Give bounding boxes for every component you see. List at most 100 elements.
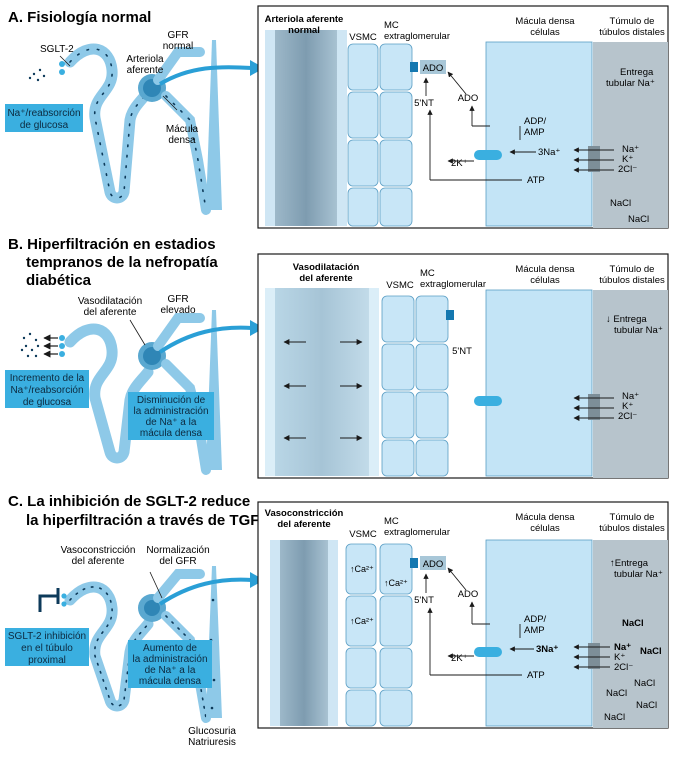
influx-arrows-b [43, 334, 58, 358]
gfr-label-c-2: del GFR [159, 556, 196, 567]
adp-label-c-2: AMP [524, 625, 545, 636]
box-left-b-3: de glucosa [23, 397, 72, 408]
entrega-a-2: tubular Na⁺ [606, 78, 655, 89]
ion-na-c: Na⁺ [614, 642, 631, 653]
panel-c: C. La inhibición de SGLT-2 reduce la hip… [5, 493, 669, 748]
sglt2-label-a: SGLT-2 [40, 44, 74, 55]
ion-k-c: K⁺ [614, 652, 625, 663]
gfr-label-b-2: elevado [160, 305, 195, 316]
macula-cells-b [485, 289, 593, 477]
inhibition-box-c [5, 628, 89, 666]
nephron-a [28, 40, 222, 215]
panel-b-title-3: diabética [26, 272, 92, 289]
nacl-c-2: NaCl [640, 646, 662, 657]
nacl-c-5: NaCl [636, 700, 657, 711]
distal-tubule-c [593, 540, 668, 728]
nt-label-a: 5'NT [414, 98, 434, 109]
arteriole-c [280, 540, 328, 726]
glucose-dots-b [20, 332, 40, 358]
distal-tubule-b [593, 290, 668, 478]
na-k-pump-a [474, 150, 502, 160]
ca-label-c-3: ↑Ca²⁺ [350, 616, 374, 626]
box-right-b-4: mácula densa [140, 428, 203, 439]
atp-label-c: ATP [527, 670, 545, 681]
nkcc2-b [588, 394, 600, 420]
k2-label-c: 2K⁺ [451, 653, 468, 664]
box-left-b-1: Incremento de la [10, 373, 85, 384]
entrega-b-1: ↓ Entrega [606, 314, 647, 325]
ado-label-a-1: ADO [423, 63, 444, 74]
col-arteriole-c-2: del aferente [277, 519, 330, 530]
nkcc2-c [588, 643, 600, 669]
box-right-b-3: de Na⁺ a la [146, 417, 197, 428]
ca-label-c-1: ↑Ca²⁺ [350, 564, 374, 574]
vsmc-cells-c [345, 543, 377, 727]
col-distal-b-2: túbulos distales [599, 275, 665, 286]
panel-b-title-1: B. Hiperfiltración en estadios [8, 236, 216, 253]
col-distal-c-2: túbulos distales [599, 523, 665, 534]
mc-cells-c [379, 543, 413, 727]
col-arteriole-a-2: normal [288, 25, 320, 36]
zoom-arrow-a [158, 65, 253, 86]
ion-k-a: K⁺ [622, 154, 633, 165]
na-k-pump-b [474, 396, 502, 406]
col-arteriole-a-1: Arteriola aferente [265, 14, 344, 25]
ion-na-a: Na⁺ [622, 144, 639, 155]
entrega-a-1: Entrega [620, 67, 654, 78]
box-right-c-3: de Na⁺ a la [145, 665, 196, 676]
panel-b: B. Hiperfiltración en estadios tempranos… [5, 236, 669, 479]
box-right-c-4: mácula densa [139, 676, 202, 687]
na3-label-c: 3Na⁺ [536, 644, 558, 655]
col-distal-b-1: Túmulo de [610, 264, 655, 275]
zoom-arrow-c [158, 577, 253, 606]
collecting-duct-a [206, 40, 222, 210]
adenosine-receptor-b [446, 310, 454, 320]
collecting-duct-b [206, 310, 222, 470]
col-arteriole-b-1: Vasodilatación [293, 262, 360, 273]
ion-na-b: Na⁺ [622, 391, 639, 402]
col-macula-b-2: células [530, 275, 560, 286]
box-right-c-2: la administración [132, 654, 207, 665]
nt-label-b: 5'NT [452, 346, 472, 357]
macula-label-a-1: Mácula [166, 124, 199, 135]
adp-label-a-1: ADP/ [524, 116, 547, 127]
inhibitor-symbol-c [38, 594, 58, 612]
gfr-label-b-1: GFR [167, 294, 188, 305]
col-macula-c-2: células [530, 523, 560, 534]
reabsorption-label-a-1: Na⁺/reabsorción [7, 108, 80, 119]
glucose-dots-a [28, 68, 46, 82]
nacl-c-3: NaCl [634, 678, 655, 689]
box-left-c-3: proximal [28, 655, 66, 666]
vaso-label-c-1: Vasoconstricción [61, 545, 136, 556]
vsmc-cells-b [381, 295, 415, 477]
sglt2-transporters-b [59, 335, 65, 357]
box-right-b-2: la administración [133, 406, 208, 417]
arteriole-a [275, 30, 337, 226]
macula-label-a-2: densa [168, 135, 196, 146]
zoom-arrow-b [158, 325, 253, 354]
delivery-box-c [128, 640, 212, 688]
reabsorption-box-b [5, 370, 89, 408]
ion-k-b: K⁺ [622, 401, 633, 412]
dilation-arrows-b [283, 339, 614, 441]
panel-a-title: A. Fisiología normal [8, 9, 151, 26]
col-vsmc-c: VSMC [349, 529, 377, 540]
col-macula-c-1: Mácula densa [515, 512, 575, 523]
nacl-a-2: NaCl [628, 214, 649, 225]
macula-cells-c [485, 539, 593, 727]
detail-b: Vasodilatación del aferente VSMC MC extr… [257, 253, 669, 479]
panel-c-title-2: la hiperfiltración a través de TGF [26, 512, 259, 529]
sglt2-transporters-c [61, 593, 67, 607]
na-k-pump-c [474, 647, 502, 657]
pathway-arrows-c [423, 567, 610, 676]
col-mc-a-1: MC [384, 20, 399, 31]
box-left-b-2: Na⁺/reabsorción [10, 385, 83, 396]
pathway-arrows-a [423, 71, 614, 181]
panel-a: A. Fisiología normal SGLT-2 GFR normal A… [5, 5, 669, 229]
col-distal-a-1: Túmulo de [610, 16, 655, 27]
ado-box-a-1 [420, 60, 446, 74]
nt-label-c: 5'NT [414, 595, 434, 606]
entrega-c-1: ↑Entrega [610, 558, 649, 569]
col-macula-a-1: Mácula densa [515, 16, 575, 27]
